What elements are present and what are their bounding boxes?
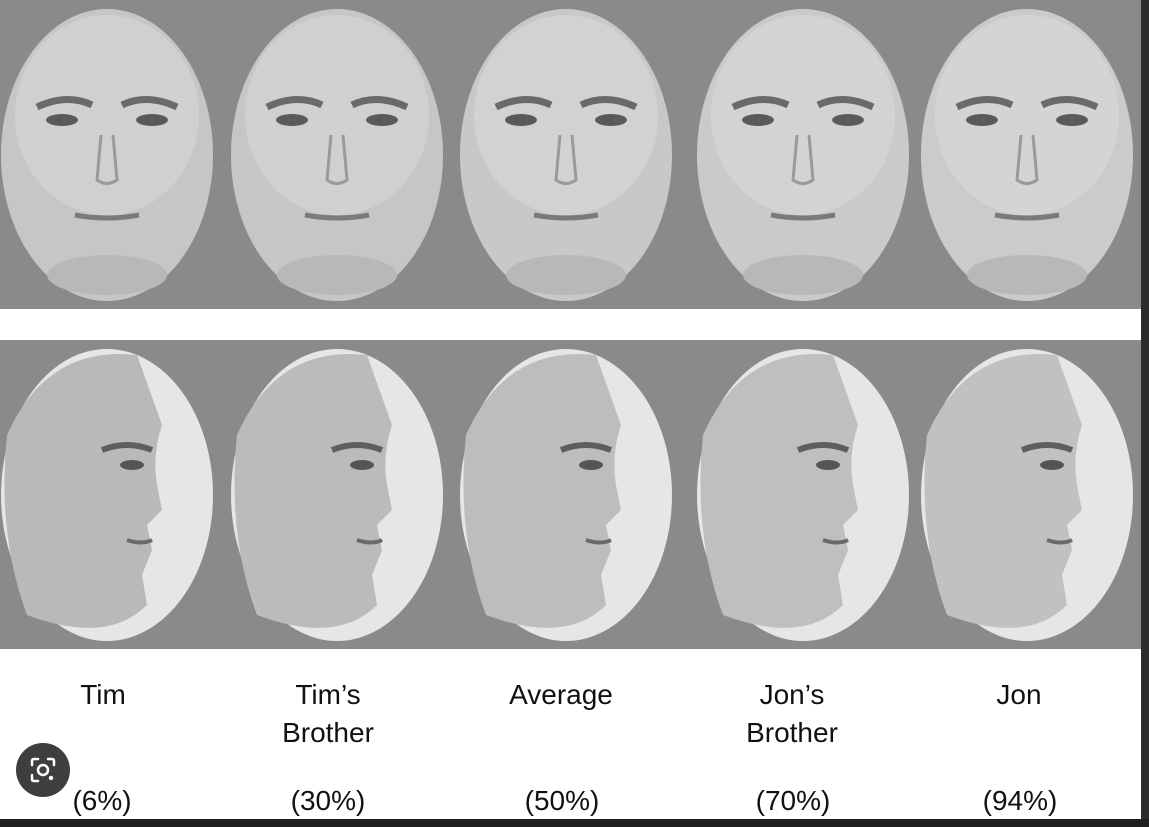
frontal-face-jons-brother	[697, 9, 909, 301]
face-label-average: Average	[509, 679, 613, 710]
profile-faces-svg	[1, 349, 1133, 641]
face-label-jon: Jon	[996, 679, 1042, 710]
window-bottom-edge	[0, 819, 1149, 827]
profile-face-tims-brother	[231, 349, 443, 641]
face-percent-average: (50%)	[524, 785, 600, 816]
window-right-edge	[1141, 0, 1149, 827]
frontal-faces-panel	[0, 0, 1141, 309]
frontal-faces-svg	[1, 9, 1133, 301]
face-percent-jons-brother: (70%)	[755, 785, 831, 816]
face-label-tims-brother: Tim’s Brother	[282, 679, 374, 748]
face-percent-tim: (6%)	[72, 785, 132, 816]
frontal-face-tims-brother	[231, 9, 443, 301]
face-percent-jon: (94%)	[982, 785, 1058, 816]
profile-faces-panel	[0, 340, 1141, 649]
visual-search-button[interactable]	[16, 743, 70, 797]
frontal-face-jon	[921, 9, 1133, 301]
visual-search-icon	[30, 757, 56, 783]
profile-face-jon	[921, 349, 1133, 641]
profile-face-tim	[1, 349, 213, 641]
frontal-face-tim	[1, 9, 213, 301]
frontal-face-average	[460, 9, 672, 301]
profile-face-jons-brother	[697, 349, 909, 641]
profile-face-average	[460, 349, 672, 641]
face-percent-tims-brother: (30%)	[290, 785, 366, 816]
face-label-tim: Tim	[80, 679, 126, 710]
face-label-jons-brother: Jon’s Brother	[746, 679, 838, 748]
